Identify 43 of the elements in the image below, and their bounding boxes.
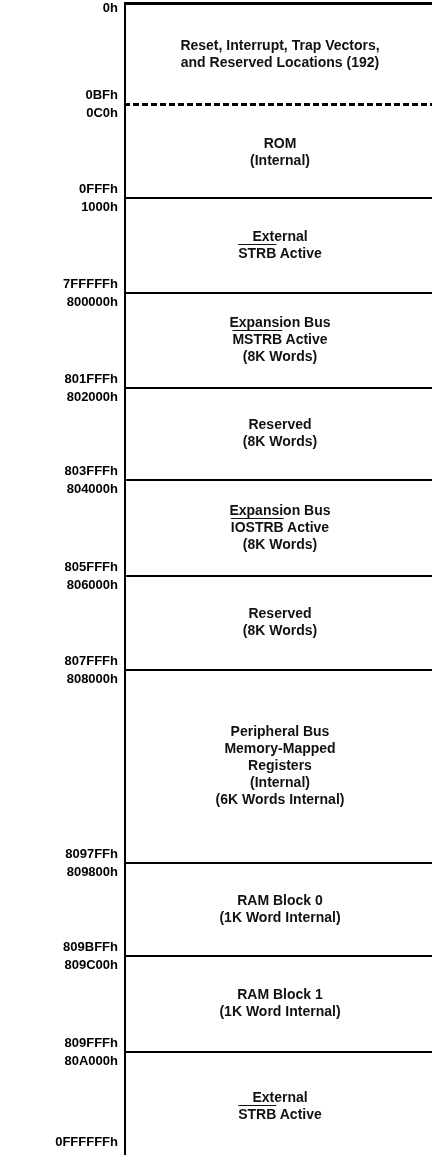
address-label: 0C0h xyxy=(86,105,118,120)
memory-region xyxy=(124,197,432,294)
address-label: 1000h xyxy=(81,199,118,214)
memory-region xyxy=(124,862,432,957)
memory-region xyxy=(124,387,432,481)
region-label: ROM (Internal) xyxy=(250,134,310,169)
memory-region xyxy=(124,575,432,671)
address-label: 803FFFh xyxy=(64,463,118,478)
address-label: 800000h xyxy=(66,294,118,309)
address-label: 0h xyxy=(102,0,118,15)
address-label: 7FFFFFh xyxy=(63,276,118,291)
address-label: 809FFFh xyxy=(64,1035,118,1050)
address-label: 809800h xyxy=(66,864,118,879)
region-label: Peripheral Bus Memory-Mapped Registers (Internal) (6K Words Internal) xyxy=(215,723,345,808)
region-label: Reserved (8K Words) xyxy=(242,605,318,639)
address-label: 80A000h xyxy=(64,1053,118,1068)
region-label: Reset, Interrupt, Trap Vectors, and Reserved Locations (192) xyxy=(180,37,380,71)
region-label: Expansion Bus IOSTRB Active (8K Words) xyxy=(229,501,331,553)
region-label: Expansion Bus MSTRB Active (8K Words) xyxy=(229,314,331,365)
address-label: 801FFFh xyxy=(64,371,118,386)
memory-region xyxy=(124,2,432,103)
region-label: External STRB Active xyxy=(238,227,322,262)
memory-region xyxy=(124,103,432,199)
region-label: RAM Block 1 (1K Word Internal) xyxy=(219,986,341,1020)
address-label: 806000h xyxy=(66,577,118,592)
address-label: 804000h xyxy=(66,481,118,496)
address-label: 807FFFh xyxy=(64,653,118,668)
address-label: 809BFFh xyxy=(63,939,118,954)
address-label: 808000h xyxy=(66,671,118,686)
memory-region xyxy=(124,955,432,1053)
address-label: 0FFFFFFh xyxy=(55,1134,118,1149)
region-label: External STRB Active xyxy=(238,1088,322,1123)
address-label: 802000h xyxy=(66,389,118,404)
memory-region xyxy=(124,479,432,577)
address-label: 0FFFh xyxy=(79,181,118,196)
region-label: RAM Block 0 (1K Word Internal) xyxy=(219,891,341,926)
address-label: 0BFh xyxy=(85,87,118,102)
memory-region xyxy=(124,669,432,864)
region-label: Reserved (8K Words) xyxy=(242,416,318,450)
address-label: 809C00h xyxy=(64,957,118,972)
address-label: 805FFFh xyxy=(64,559,118,574)
address-label: 8097FFh xyxy=(65,846,118,861)
memory-region xyxy=(124,292,432,389)
